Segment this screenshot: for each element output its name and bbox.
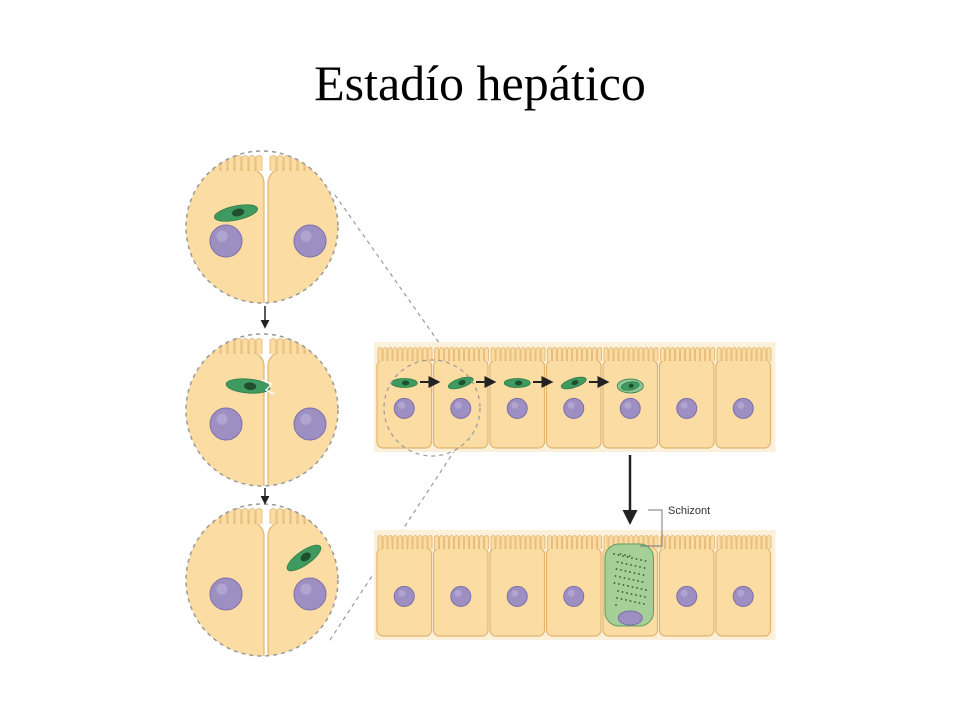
hepatocyte [658,535,715,637]
hepatocyte [545,535,602,637]
nucleus [506,397,528,419]
microvilli [660,347,715,361]
zoom-circle-3 [185,503,339,657]
microvilli [269,155,338,171]
sporozoite [225,378,271,394]
nucleus [732,585,754,607]
zoom-circle-1 [185,150,339,304]
nucleus [293,577,327,611]
microvilli [547,535,602,549]
schizont-callout: Schizont [640,505,710,547]
microvilli [660,535,715,549]
microvilli [716,535,772,549]
hepatocyte [715,347,772,449]
schizont [604,543,654,627]
nucleus [617,610,643,626]
hepatocyte-row-top [374,342,776,452]
nucleus [619,397,641,419]
hepatocyte [432,535,489,637]
hepatocyte [545,347,602,449]
membrane-break [261,379,275,395]
microvilli [186,338,263,354]
sporozoite [503,378,531,388]
hepatocyte [658,347,715,449]
nucleus [732,397,754,419]
nucleus [293,224,327,258]
hepatocyte [489,535,546,637]
hepatocyte [489,347,546,449]
nucleus [506,585,528,607]
microvilli [269,508,338,524]
nucleus [209,577,243,611]
nucleus [563,585,585,607]
highlight-circle [383,359,481,457]
nucleus [293,407,327,441]
microvilli [269,338,338,354]
hepatocyte [432,347,489,449]
sporozoite [447,376,474,390]
microvilli [434,535,489,549]
microvilli [490,347,546,361]
nucleus [393,397,415,419]
nucleus [209,224,243,258]
sporozoite [286,544,322,572]
microvilli [490,535,546,549]
hepatocyte [602,535,659,637]
sporozoite [620,381,640,391]
hepatocyte [715,535,772,637]
hepatocyte-row-bottom [374,530,776,640]
nucleus [450,397,472,419]
nucleus [450,585,472,607]
schizont-label: Schizont [668,505,710,517]
nucleus [393,585,415,607]
hepatocyte [376,347,433,449]
zoom-circle-2 [185,333,339,487]
sporozoite [214,204,258,222]
microvilli [434,347,489,361]
page-title: Estadío hepático [314,55,646,111]
microvilli [716,347,772,361]
microvilli [377,535,433,549]
microvilli [603,347,659,361]
microvilli [377,347,433,361]
microvilli [186,155,263,171]
nucleus [676,397,698,419]
nucleus [563,397,585,419]
nucleus [676,585,698,607]
sporozoite [560,376,587,390]
sporozoite [390,378,418,388]
hepatocyte [602,347,659,449]
microvilli [186,508,263,524]
hepatocyte [376,535,433,637]
microvilli [547,347,602,361]
nucleus [209,407,243,441]
